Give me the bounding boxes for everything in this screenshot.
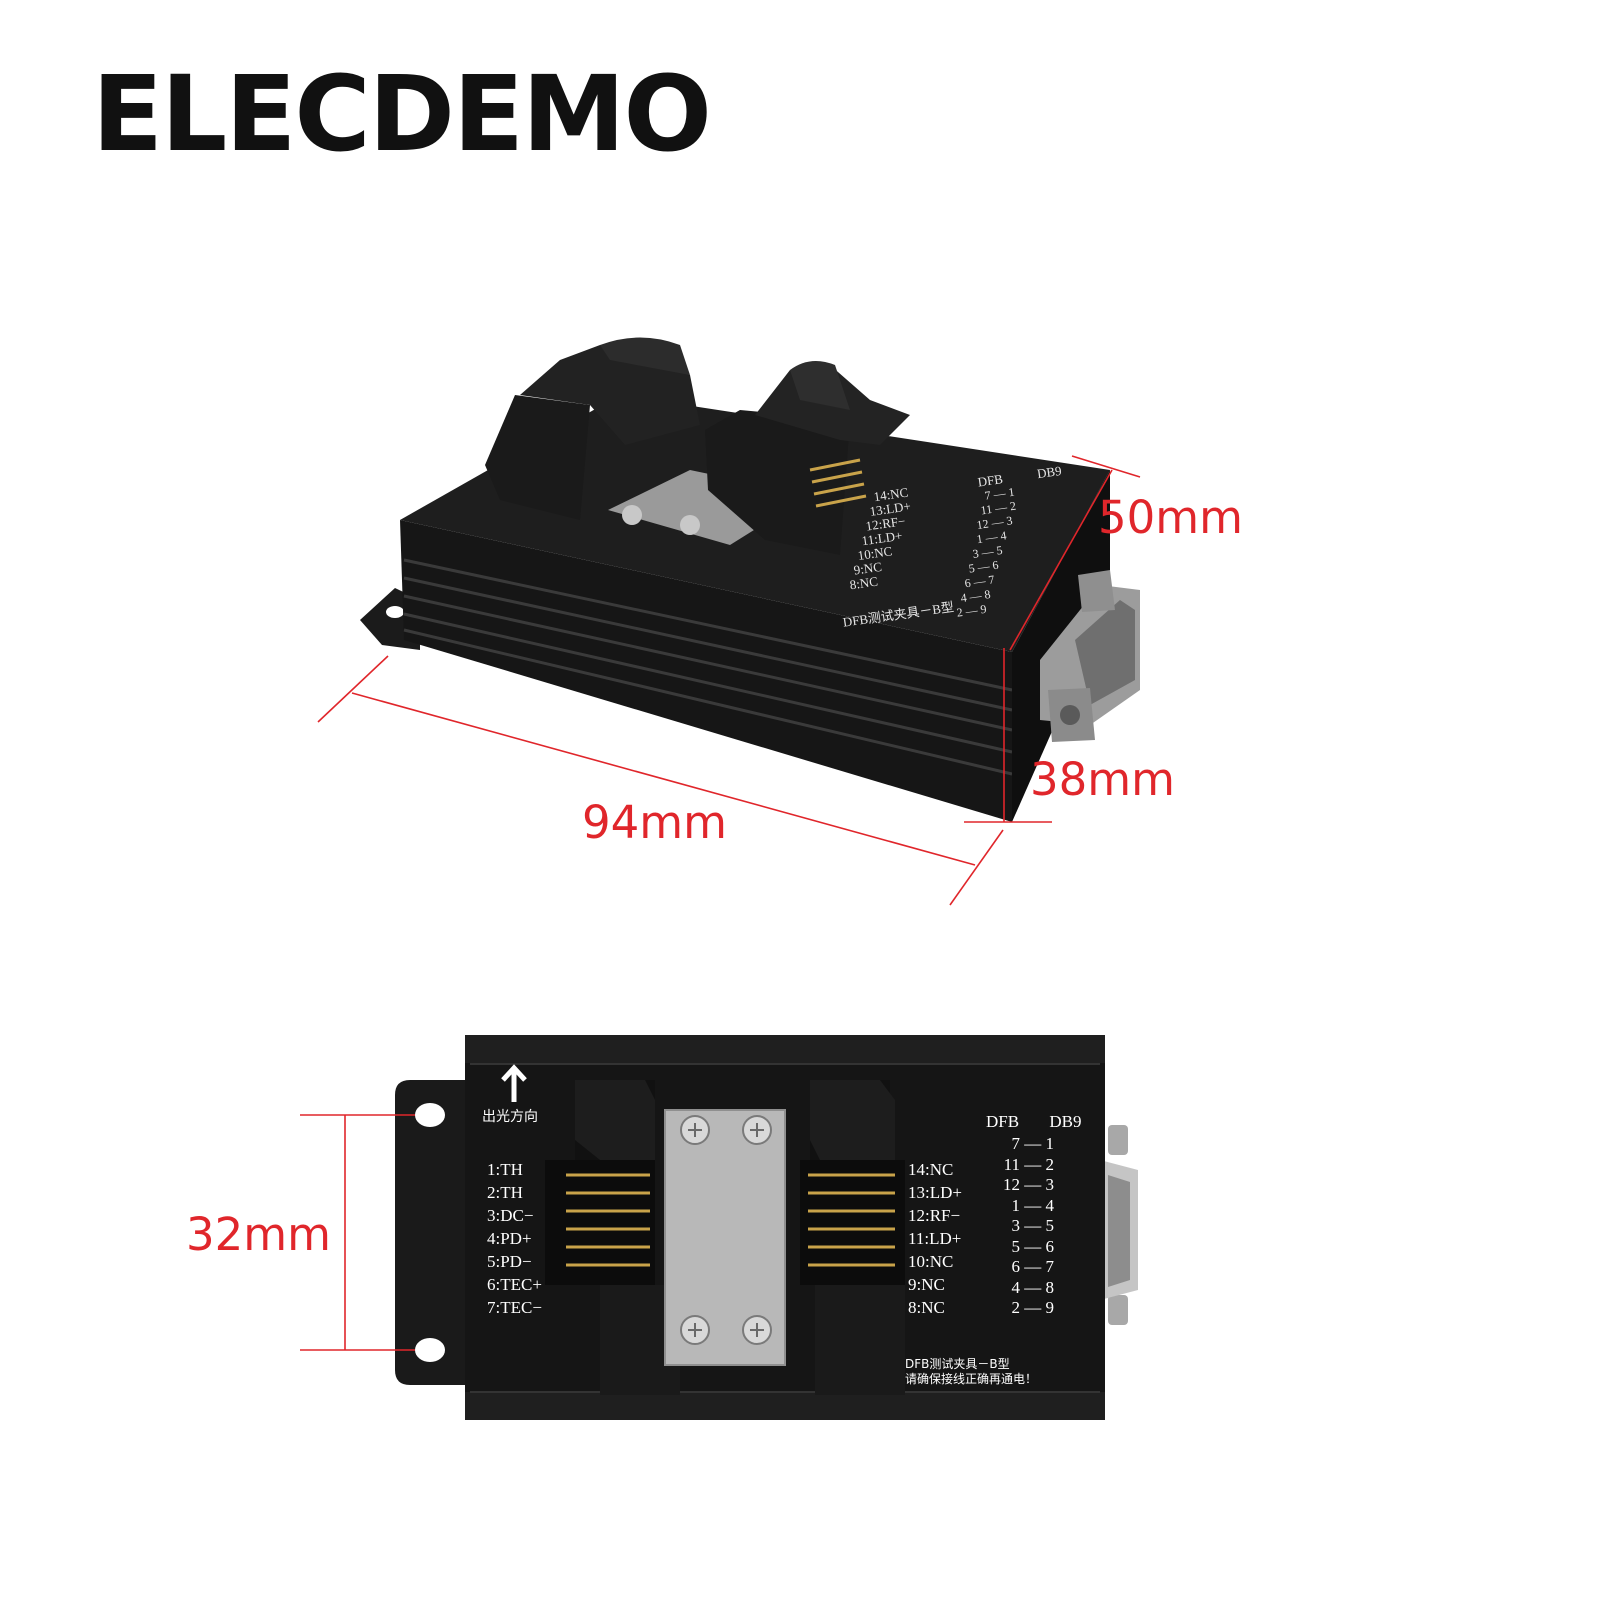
svg-text:12 — 3: 12 — 3 xyxy=(976,513,1014,532)
pin-label: 8:NC xyxy=(908,1298,945,1317)
pin-map-db9: 7 xyxy=(1045,1257,1055,1276)
iso-pin-label: 12:RF− xyxy=(865,513,907,533)
map-header-db9: DB9 xyxy=(1049,1112,1082,1131)
iso-pin-label: 11:LD+ xyxy=(861,528,903,549)
pin-map-db9: 9 xyxy=(1045,1298,1055,1317)
db9-connector xyxy=(1040,570,1140,742)
pin-map-row: 5 — 6 xyxy=(996,1236,1055,1258)
pin-map-dash: — xyxy=(1020,1175,1046,1194)
pin-map-header: DFB DB9 xyxy=(986,1112,1081,1132)
pin-map-dfb: 3 xyxy=(1011,1216,1021,1235)
iso-map-header: DFB xyxy=(977,471,1004,489)
svg-text:5 — 6: 5 — 6 xyxy=(968,558,1000,576)
dimension-length-label: 94mm xyxy=(582,796,727,849)
svg-text:4 — 8: 4 — 8 xyxy=(960,587,992,605)
pin-map-dash: — xyxy=(1020,1257,1046,1276)
pin-map-row: 7 — 1 xyxy=(996,1134,1055,1155)
pin-map-db9: 5 xyxy=(1045,1216,1055,1235)
svg-text:1 — 4: 1 — 4 xyxy=(976,528,1008,546)
iso-pin-label: 10:NC xyxy=(857,543,893,563)
pin-map-row: 6 — 7 xyxy=(996,1257,1055,1278)
pin-label: 6:TEC+ xyxy=(487,1275,542,1294)
dimension-height-label: 38mm xyxy=(1030,753,1175,806)
pin-map-dfb: 1 xyxy=(1011,1195,1021,1215)
pin-map-row: 3 — 5 xyxy=(996,1216,1055,1237)
pin-map-db9: 2 xyxy=(1045,1154,1055,1174)
pin-label: 3:DC− xyxy=(487,1206,534,1225)
pin-map-dash: — xyxy=(1020,1216,1046,1235)
pin-map-dash: — xyxy=(1020,1298,1046,1317)
pin-label: 1:TH xyxy=(487,1160,523,1179)
model-label: DFB测试夹具－B型 xyxy=(905,1357,1010,1371)
pin-map-row: 1 — 4 xyxy=(996,1195,1055,1217)
pin-label: 2:TH xyxy=(487,1183,523,1202)
svg-text:3 — 5: 3 — 5 xyxy=(972,543,1004,561)
pin-label: 9:NC xyxy=(908,1275,945,1294)
warning-label: 请确保接线正确再通电！ xyxy=(905,1372,1038,1386)
housing-front xyxy=(400,520,1012,822)
pin-map-db9: 1 xyxy=(1045,1134,1055,1153)
pin-map-dfb: 11 xyxy=(1003,1154,1020,1174)
pin-map-row: 2 — 9 xyxy=(996,1298,1055,1319)
right-socket-clip xyxy=(705,361,910,555)
pin-map-db9: 6 xyxy=(1045,1236,1055,1256)
pin-map-dash: — xyxy=(1020,1236,1046,1256)
arrow-caption: 出光方向 xyxy=(482,1109,538,1125)
pin-map-row: 4 — 8 xyxy=(996,1277,1055,1299)
iso-label-block: 14:NC 13:LD+ 12:RF− 11:LD+ 10:NC 9:NC 8:… xyxy=(842,463,1063,630)
brand-title: ELECDEMO xyxy=(92,53,712,175)
pin-map-dfb: 6 xyxy=(1011,1257,1021,1276)
map-header-dfb: DFB xyxy=(986,1112,1020,1131)
pin-map-dfb: 2 xyxy=(1011,1298,1021,1317)
iso-map-header: DB9 xyxy=(1036,463,1062,481)
pin-map-db9: 3 xyxy=(1045,1175,1055,1194)
iso-pin-label: 14:NC xyxy=(873,484,909,504)
pin-map-dash: — xyxy=(1020,1154,1046,1174)
pin-label: 12:RF− xyxy=(908,1206,961,1225)
svg-text:6 — 7: 6 — 7 xyxy=(964,572,996,590)
pin-label: 7:TEC− xyxy=(487,1298,542,1317)
pin-label: 4:PD+ xyxy=(487,1229,532,1248)
iso-pin-label: 8:NC xyxy=(849,574,879,593)
left-socket-clip xyxy=(485,337,700,520)
dimension-width-label: 50mm xyxy=(1098,491,1243,544)
right-pin-labels: 14:NC 13:LD+ 12:RF− 11:LD+ 10:NC 9:NC 8:… xyxy=(908,1158,962,1319)
iso-pin-label: 9:NC xyxy=(853,559,883,578)
pin-map-dfb: 4 xyxy=(1011,1277,1021,1297)
svg-text:2 — 9: 2 — 9 xyxy=(956,602,988,620)
pin-map-row: 11 — 2 xyxy=(996,1155,1054,1176)
iso-pin-label: 13:LD+ xyxy=(869,498,912,519)
pin-label: 10:NC xyxy=(908,1252,954,1271)
iso-pin-map: 7 — 1 11 — 2 12 — 3 1 — 4 3 — 5 5 — 6 6 … xyxy=(956,485,1017,620)
pin-label: 14:NC xyxy=(908,1160,954,1179)
pin-map-dash: — xyxy=(1020,1134,1046,1153)
dimension-hole-spacing-label: 32mm xyxy=(186,1208,331,1261)
dimension-lines xyxy=(317,455,1141,906)
svg-text:7 — 1: 7 — 1 xyxy=(984,485,1016,503)
pin-label: 13:LD+ xyxy=(908,1183,962,1202)
pin-map-dfb: 5 xyxy=(1011,1236,1021,1256)
pin-map-row: 12 — 3 xyxy=(996,1175,1054,1196)
pin-map-dash: — xyxy=(1020,1195,1046,1215)
pin-label: 11:LD+ xyxy=(908,1229,962,1248)
left-pin-labels: 1:TH 2:TH 3:DC− 4:PD+ 5:PD− 6:TEC+ 7:TEC… xyxy=(487,1158,542,1319)
housing-grooves xyxy=(403,558,1013,776)
pin-map-dash: — xyxy=(1020,1277,1046,1297)
pin-label: 5:PD− xyxy=(487,1252,532,1271)
pin-map-dfb: 12 xyxy=(1003,1175,1020,1194)
pin-map-db9: 4 xyxy=(1045,1195,1055,1215)
pin-map-db9: 8 xyxy=(1045,1277,1055,1297)
pin-map-dfb: 7 xyxy=(1011,1134,1021,1153)
svg-text:11 — 2: 11 — 2 xyxy=(980,499,1017,518)
